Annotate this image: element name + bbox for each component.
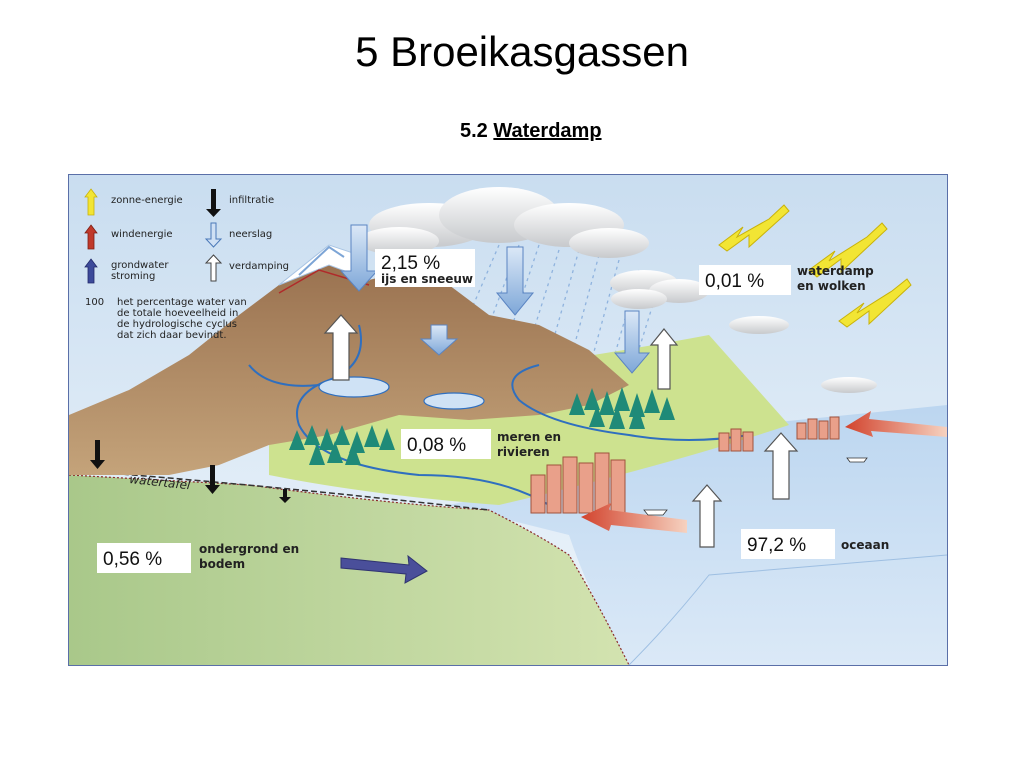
pct-label: rivieren (497, 445, 550, 459)
reservoir-vapor-clouds: 0,01 % waterdamp en wolken (699, 264, 874, 295)
ships (643, 457, 868, 516)
reservoir-soil: 0,56 % ondergrond en bodem (97, 542, 299, 573)
legend-note-line: de totale hoeveelheid in (117, 308, 238, 319)
yellow-arrow-icon (84, 188, 98, 216)
reservoir-ocean: 97,2 % oceaan (741, 529, 889, 559)
legend-label-sun: zonne-energie (111, 195, 183, 206)
legend-note-line: het percentage water van (117, 297, 247, 308)
legend-label-precipitation: neerslag (229, 229, 272, 240)
white-arrow-up-icon (204, 254, 223, 282)
legend-label-infiltration: infiltratie (229, 195, 274, 206)
pct-value: 97,2 % (747, 535, 806, 556)
blue-outline-arrow-down-icon (204, 222, 223, 248)
soil-cross-section (69, 475, 629, 665)
legend-label-wind: windenergie (111, 229, 173, 240)
cloud-medium (610, 270, 709, 309)
watertable-label: watertafel (129, 472, 192, 492)
pct-value: 0,08 % (407, 435, 466, 456)
subtitle-text: Waterdamp (493, 120, 602, 142)
sun-arrows (718, 204, 912, 328)
infiltration-arrows (90, 440, 291, 503)
legend-note-line: de hydrologische cyclus (117, 319, 237, 330)
subtitle-number: 5.2 (460, 120, 488, 142)
pct-label: ijs en sneeuw (381, 272, 473, 286)
reservoir-ice-snow: 2,15 % ijs en sneeuw (375, 249, 475, 287)
wind-arrows (581, 411, 947, 533)
mountain-lake (318, 376, 390, 398)
pct-label: waterdamp (797, 264, 874, 278)
legend-label-evaporation: verdamping (229, 261, 289, 272)
slide-title: 5 Broeikasgassen (355, 28, 689, 75)
water-cycle-diagram: zonne-energie windenergie grondwater str… (68, 174, 948, 666)
cloud-small (729, 316, 877, 393)
legend-label-flow: stroming (111, 271, 155, 282)
red-arrow-icon (84, 224, 98, 250)
reservoir-lakes-rivers: 0,08 % meren en rivieren (401, 429, 561, 459)
cloud-large (359, 187, 649, 258)
legend-note-line: dat zich daar bevindt. (117, 330, 227, 341)
city-buildings (530, 416, 840, 514)
precipitation-arrows (339, 224, 651, 374)
valley-lake (423, 392, 485, 410)
pct-label: oceaan (841, 538, 889, 552)
ocean (449, 405, 947, 665)
legend: zonne-energie windenergie grondwater str… (84, 188, 289, 341)
pct-label: meren en (497, 430, 561, 444)
legend-label-groundwater: grondwater (111, 260, 169, 271)
pct-value: 0,56 % (103, 549, 162, 570)
evaporation-arrows (323, 314, 799, 548)
forest-right (569, 387, 675, 429)
pct-value: 2,15 % (381, 253, 440, 274)
forest-left (289, 425, 395, 465)
blue-arrow-icon (84, 258, 98, 284)
pct-label: ondergrond en (199, 542, 299, 556)
pct-value: 0,01 % (705, 271, 764, 292)
legend-note-number: 100 (85, 297, 104, 308)
pct-label: bodem (199, 557, 245, 571)
groundwater-arrow (340, 554, 428, 584)
black-arrow-down-icon (206, 189, 221, 217)
slide-subtitle: 5.2 Waterdamp (460, 120, 602, 143)
pct-label: en wolken (797, 279, 866, 293)
